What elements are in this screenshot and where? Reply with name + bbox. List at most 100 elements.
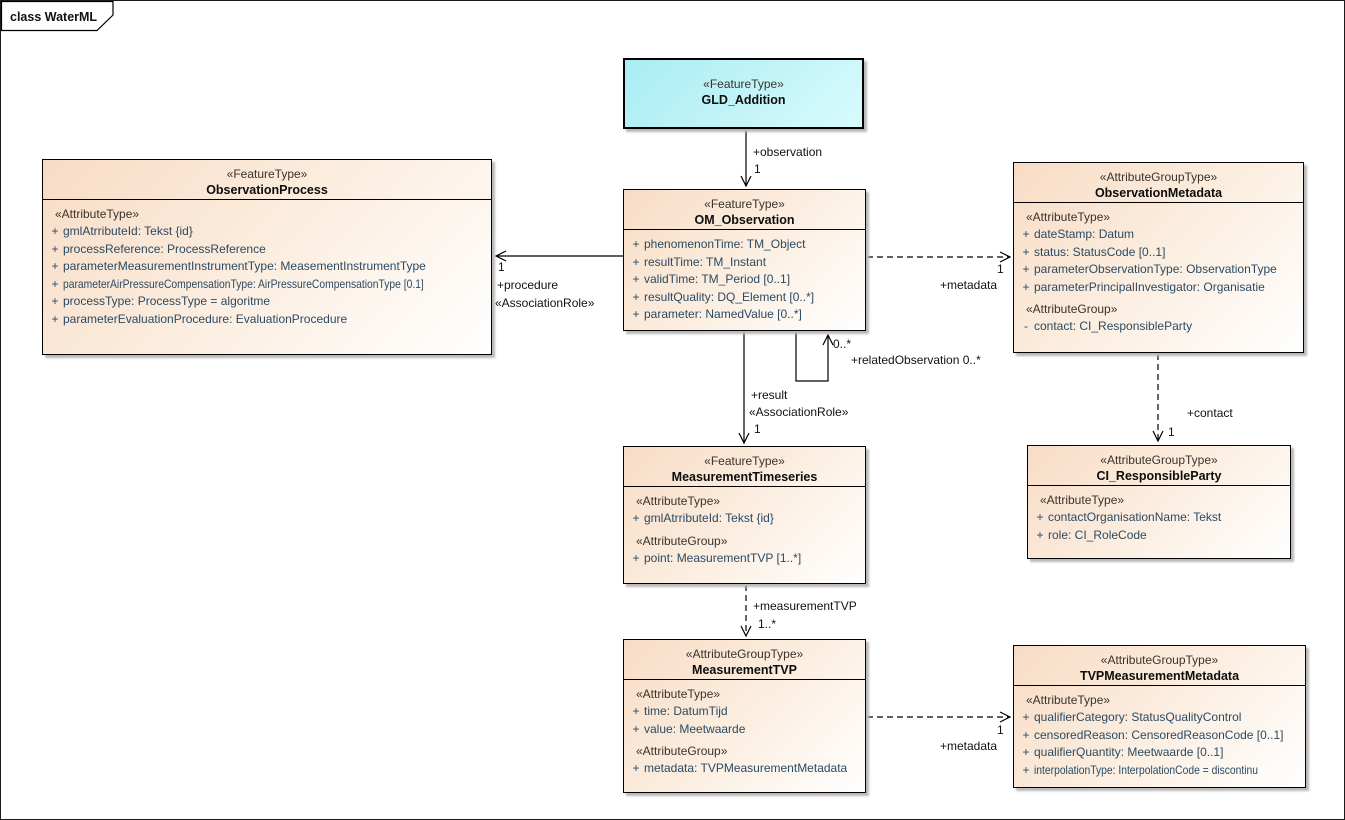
attribute-section-label: «AttributeType» xyxy=(1026,693,1111,707)
class-name: CI_ResponsibleParty xyxy=(1096,469,1222,483)
class-ci-responsible-party[interactable]: «AttributeGroupType»CI_ResponsibleParty«… xyxy=(1027,445,1291,559)
visibility-marker: + xyxy=(51,224,59,238)
attribute-row[interactable]: +validTime: TM_Period [0..1] xyxy=(628,271,861,289)
class-header: «AttributeGroupType»MeasurementTVP xyxy=(624,640,865,680)
attribute-text: processReference: ProcessReference xyxy=(63,241,266,256)
class-header: «FeatureType» ObservationProcess xyxy=(43,160,491,200)
attribute-row[interactable]: +parameterPrincipalInvestigator: Organis… xyxy=(1018,279,1299,297)
attribute-row[interactable]: +parameter: NamedValue [0..*] xyxy=(628,306,861,324)
attribute-row[interactable]: + parameterEvaluationProcedure: Evaluatio… xyxy=(47,311,487,329)
attribute-section-label: «AttributeType» xyxy=(636,494,721,508)
attribute-text: resultTime: TM_Instant xyxy=(644,254,767,269)
attribute-row[interactable]: +processReference: ProcessReference xyxy=(47,241,487,259)
visibility-marker: + xyxy=(51,259,59,273)
connector-related-observation[interactable] xyxy=(795,332,834,382)
attribute-row[interactable]: +censoredReason: CensoredReasonCode [0..… xyxy=(1018,727,1301,745)
attribute-row[interactable]: +time: DatumTijd xyxy=(628,703,861,721)
attribute-text: gmlAtrributeId: Tekst {id} xyxy=(644,511,774,525)
class-stereotype: «FeatureType» xyxy=(226,167,308,181)
attribute-row[interactable]: +processType: ProcessType = algoritme xyxy=(47,293,487,311)
attribute-text: qualifierQuantity: Meetwaarde [0..1] xyxy=(1034,745,1224,759)
attribute-row[interactable]: +metadata: TVPMeasurementMetadata xyxy=(628,760,861,778)
attribute-row[interactable]: + qualifierQuantity: Meetwaarde [0..1] xyxy=(1018,744,1301,762)
connector-label-mult: 1 xyxy=(997,723,1004,737)
attribute-row[interactable]: +interpolationType: InterpolationCode = … xyxy=(1018,762,1301,780)
class-stereotype: «AttributeGroupType» xyxy=(685,647,804,661)
class-attributes-compartment: +phenomenonTime: TM_Object+resultTime: T… xyxy=(624,230,865,326)
connector-label-mult: 1 xyxy=(754,162,761,176)
attribute-row[interactable]: +phenomenonTime: TM_Object xyxy=(628,236,861,254)
attribute-text: parameterMeasurementInstrumentType: Meas… xyxy=(63,259,426,273)
attribute-text: processType: ProcessType = algoritme xyxy=(63,294,271,308)
attribute-row[interactable]: -contact: CI_ResponsibleParty xyxy=(1018,318,1299,336)
class-name: MeasurementTimeseries xyxy=(671,470,818,484)
connector-label-role: +observation xyxy=(753,145,823,159)
visibility-marker: + xyxy=(1022,745,1030,759)
class-name: ObservationProcess xyxy=(206,183,328,197)
class-observation-metadata[interactable]: «AttributeGroupType»ObservationMetadata«… xyxy=(1013,162,1304,353)
attribute-text: resultQuality: DQ_Element [0..*] xyxy=(644,289,815,304)
class-measurement-tvp[interactable]: «AttributeGroupType»MeasurementTVP«Attri… xyxy=(623,639,866,793)
connector-label-role: +measurementTVP xyxy=(753,599,857,613)
connector-label-mult: 1 xyxy=(997,262,1004,276)
attribute-row[interactable]: +value: Meetwaarde xyxy=(628,721,861,739)
attribute-text: parameter: NamedValue [0..*] xyxy=(644,307,802,321)
attribute-row[interactable]: + gmlAtrributeId: Tekst {id} xyxy=(47,223,487,241)
class-header: «AttributeGroupType»CI_ResponsibleParty xyxy=(1028,446,1290,486)
class-attributes-compartment: «AttributeType»+contactOrganisationName:… xyxy=(1028,486,1290,546)
attribute-text: parameterPrincipalInvestigator: Organisa… xyxy=(1034,279,1265,294)
class-header: «FeatureType»GLD_Addition xyxy=(625,60,862,109)
class-attributes-compartment: «AttributeType» + gmlAtrributeId: Tekst {i… xyxy=(43,200,491,330)
attribute-row[interactable]: +contactOrganisationName: Tekst xyxy=(1032,509,1286,527)
attribute-text: dateStamp: Datum xyxy=(1034,227,1135,241)
attribute-row[interactable]: + status: StatusCode [0..1] xyxy=(1018,244,1299,262)
attribute-text: gmlAtrributeId: Tekst {id} xyxy=(63,224,193,238)
visibility-marker: - xyxy=(1024,319,1028,333)
connector-label-mult: 1 xyxy=(498,260,505,274)
connector-label-stereotype: «AssociationRole» xyxy=(495,296,595,310)
visibility-marker: + xyxy=(632,550,640,565)
visibility-marker: + xyxy=(632,721,640,736)
attribute-text: metadata: TVPMeasurementMetadata xyxy=(644,761,848,775)
connector-label-role: +contact xyxy=(1187,406,1233,420)
attribute-row[interactable]: + parameterObservationType: ObservationTy… xyxy=(1018,261,1299,279)
visibility-marker: + xyxy=(1022,710,1030,724)
attribute-row[interactable]: +dateStamp: Datum xyxy=(1018,226,1299,244)
attribute-section-label: «AttributeType» xyxy=(55,207,140,221)
class-om-observation[interactable]: «FeatureType»OM_Observation+phenomenonTi… xyxy=(623,189,866,331)
attribute-text: contactOrganisationName: Tekst xyxy=(1048,510,1222,524)
attribute-text: point: MeasurementTVP [1..*] xyxy=(644,550,802,565)
class-measurement-timeseries[interactable]: «FeatureType»MeasurementTimeseries«Attri… xyxy=(623,446,866,584)
attribute-row[interactable]: + point: MeasurementTVP [1..*] xyxy=(628,550,861,568)
attribute-text: status: StatusCode [0..1] xyxy=(1034,244,1166,259)
class-observation-process[interactable]: «FeatureType» ObservationProcess «Attribut… xyxy=(42,159,492,355)
visibility-marker: + xyxy=(632,511,640,525)
attribute-row[interactable]: + parameterMeasurementInstrumentType: Mea… xyxy=(47,258,487,276)
visibility-marker: + xyxy=(632,237,640,251)
visibility-marker: + xyxy=(51,311,59,326)
attribute-text: contact: CI_ResponsibleParty xyxy=(1034,319,1193,333)
attribute-text: parameterObservationType: ObservationTyp… xyxy=(1034,262,1277,276)
visibility-marker: + xyxy=(1022,727,1030,742)
attribute-row[interactable]: + resultQuality: DQ_Element [0..*] xyxy=(628,289,861,307)
class-gld-addition[interactable]: «FeatureType»GLD_Addition xyxy=(623,58,864,129)
visibility-marker: + xyxy=(632,289,640,304)
connector-label-role: +result xyxy=(751,388,788,402)
visibility-marker: + xyxy=(1022,262,1030,276)
visibility-marker: + xyxy=(632,272,640,286)
connector-label-mult: 1..* xyxy=(758,617,777,631)
visibility-marker: + xyxy=(1022,244,1030,259)
attribute-row[interactable]: +parameterAirPressureCompensationType: A… xyxy=(47,276,487,294)
class-header: «FeatureType»OM_Observation xyxy=(624,190,865,230)
class-stereotype: «FeatureType» xyxy=(703,77,784,91)
class-stereotype: «AttributeGroupType» xyxy=(1100,653,1219,667)
attribute-text: parameterAirPressureCompensationType: Ai… xyxy=(63,276,424,291)
attribute-row[interactable]: +resultTime: TM_Instant xyxy=(628,254,861,272)
attribute-row[interactable]: +qualifierCategory: StatusQualityControl xyxy=(1018,709,1301,727)
attribute-text: parameterEvaluationProcedure: Evaluation… xyxy=(63,311,348,326)
class-name: TVPMeasurementMetadata xyxy=(1079,669,1240,683)
class-header: «AttributeGroupType» TVPMeasurementMetada… xyxy=(1014,646,1305,686)
attribute-row[interactable]: + gmlAtrributeId: Tekst {id} xyxy=(628,510,861,528)
class-tvp-measurement-metadata[interactable]: «AttributeGroupType» TVPMeasurementMetada… xyxy=(1013,645,1306,788)
attribute-row[interactable]: +role: CI_RoleCode xyxy=(1032,527,1286,545)
